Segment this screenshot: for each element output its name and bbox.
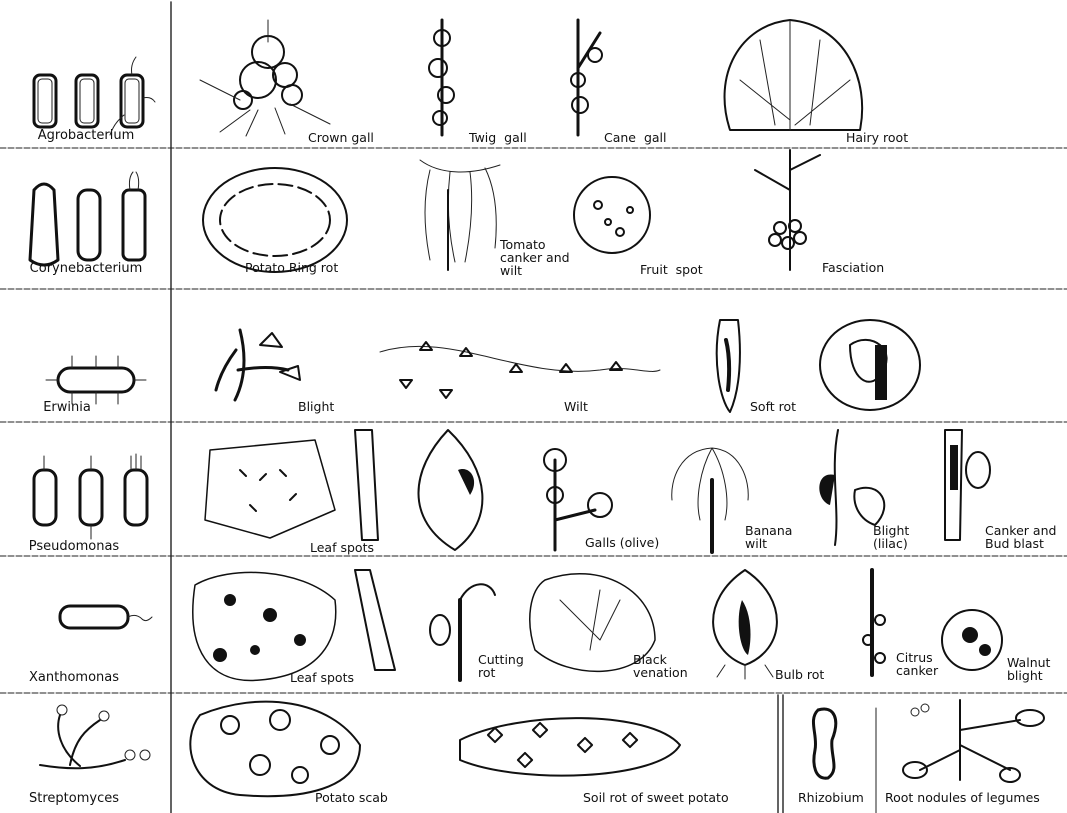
pseudomonas-cells	[34, 454, 147, 539]
disease-label-cutting-rot: Cutting rot	[478, 653, 524, 679]
disease-label-citrus-canker: Citrus canker	[896, 651, 938, 677]
disease-label-blight-lilac: Blight (lilac)	[873, 524, 909, 550]
genus-label-rhizobium: Rhizobium	[798, 791, 864, 804]
potato-scab-drawing	[190, 702, 360, 797]
erwinia-blight-drawing	[216, 330, 300, 400]
banana-wilt-drawing	[672, 448, 748, 552]
fasciation-drawing	[755, 150, 820, 270]
disease-label-cane-gall: Cane gall	[604, 131, 667, 144]
disease-label-blight: Blight	[298, 400, 334, 413]
genus-label-streptomyces: Streptomyces	[0, 791, 154, 806]
root-nodules-drawing	[903, 700, 1044, 782]
citrus-canker-drawing	[863, 570, 885, 675]
agrobacterium-cells	[34, 57, 155, 135]
disease-label-root-nodules: Root nodules of legumes	[885, 791, 1040, 804]
disease-label-potato-scab: Potato scab	[315, 791, 388, 804]
canker-bud-blast-drawing	[945, 430, 990, 540]
hairy-root-drawing	[725, 20, 863, 130]
tomato-canker-drawing	[420, 160, 500, 270]
rhizobium-cell	[813, 709, 835, 778]
genus-label-pseudomonas: Pseudomonas	[0, 539, 154, 554]
cane-gall-drawing	[571, 20, 602, 135]
pseudomonas-leaf-spots-drawing	[205, 430, 378, 540]
soil-rot-sweet-potato-drawing	[460, 718, 680, 776]
disease-label-soil-rot-sweet-potato: Soil rot of sweet potato	[583, 791, 729, 804]
genus-label-agrobacterium: Agrobacterium	[6, 128, 166, 143]
walnut-blight-drawing	[942, 610, 1002, 670]
disease-label-twig-gall: Twig gall	[469, 131, 527, 144]
disease-label-galls-olive: Galls (olive)	[585, 536, 659, 549]
disease-label-xanthomonas-leaf-spots: Leaf spots	[290, 671, 354, 684]
disease-label-fruit-spot: Fruit spot	[640, 263, 703, 276]
twig-gall-drawing	[429, 20, 454, 135]
genus-label-xanthomonas: Xanthomonas	[0, 670, 154, 685]
genus-label-corynebacterium: Corynebacterium	[6, 261, 166, 276]
disease-label-banana-wilt: Banana wilt	[745, 524, 792, 550]
disease-label-pseudomonas-leaf-spots: Leaf spots	[310, 541, 374, 554]
disease-label-fasciation: Fasciation	[822, 261, 884, 274]
xanthomonas-cell	[60, 606, 152, 628]
crown-gall-drawing	[200, 20, 330, 136]
disease-label-tomato-canker: Tomato canker and wilt	[500, 238, 570, 277]
bulb-rot-drawing	[713, 570, 777, 679]
disease-label-black-venation: Black venation	[633, 653, 688, 679]
fruit-spot-drawing	[574, 177, 650, 253]
potato-ring-rot-drawing	[203, 168, 347, 272]
disease-label-canker-bud-blast: Canker and Bud blast	[985, 524, 1056, 550]
erwinia-cell	[46, 356, 146, 404]
soft-rot-drawing	[717, 320, 920, 412]
disease-label-wilt: Wilt	[564, 400, 588, 413]
erwinia-wilt-drawing	[380, 342, 660, 398]
disease-label-soft-rot: Soft rot	[750, 400, 796, 413]
disease-label-potato-ring-rot: Potato Ring rot	[245, 261, 338, 274]
pseudomonas-leaf-drawing	[418, 430, 482, 550]
disease-label-walnut-blight: Walnut blight	[1007, 656, 1050, 682]
disease-label-crown-gall: Crown gall	[308, 131, 374, 144]
corynebacterium-cells	[30, 172, 145, 265]
streptomyces-hyphae	[40, 705, 150, 768]
disease-label-bulb-rot: Bulb rot	[775, 668, 824, 681]
xanthomonas-leaf-spots-drawing	[193, 570, 395, 680]
disease-label-hairy-root: Hairy root	[846, 131, 908, 144]
genus-label-erwinia: Erwinia	[0, 400, 147, 415]
